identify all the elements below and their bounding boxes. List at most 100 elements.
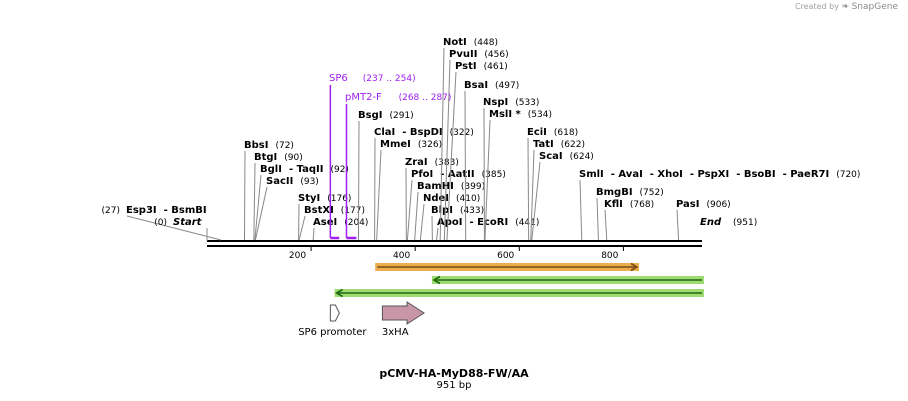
cut-line-kfli [604, 209, 608, 241]
enzyme-ecii: EciI [527, 127, 547, 138]
enzyme-bsobi: - BsoBI [736, 169, 775, 180]
enzyme-tati: TatI [533, 139, 554, 150]
primer-range-sp6: (237 .. 254) [363, 74, 416, 84]
enzyme-pos-mmei: (326) [418, 140, 442, 150]
enzyme-pos-aatii: (385) [482, 170, 506, 180]
cut-line-ecii [527, 137, 530, 241]
enzyme-bsgi: BsgI [358, 110, 382, 121]
enzyme-pos-taqii: (92) [330, 165, 348, 175]
enzyme-pos-bmgbi: (752) [640, 188, 664, 198]
cut-line-pfoi [406, 179, 413, 241]
sp6-promoter-icon [329, 304, 340, 322]
enzyme-kfli: KflI [604, 199, 623, 210]
enzyme-pasi: PasI [676, 199, 699, 210]
scale-label-400: 400 [393, 251, 410, 261]
cut-line-bbsi [243, 150, 246, 241]
end-label: End [700, 217, 722, 228]
cut-line-tati [530, 149, 535, 241]
snapgene-logo-icon: ❧ [841, 2, 850, 12]
cut-line-pvuii [443, 59, 451, 241]
cut-line-ndei [419, 203, 425, 241]
start-pos: (0) [154, 218, 167, 228]
credit-brand: SnapGene [851, 2, 898, 12]
credit-prefix: Created by [794, 2, 839, 11]
enzyme-asei: AseI [313, 217, 337, 228]
cut-line-bgli [254, 174, 262, 241]
enzyme-ecori: - EcoRI [470, 217, 509, 228]
enzyme-ndei: NdeI [423, 193, 449, 204]
enzyme-pos-bamhi: (399) [461, 182, 485, 192]
cut-line-noti [439, 47, 445, 241]
primer-pmt2-f: pMT2-F [345, 92, 382, 103]
cut-line-smli [579, 179, 583, 241]
enzyme-aatii: - AatII [440, 169, 474, 180]
scale-label-800: 800 [601, 251, 618, 261]
orf-arrowhead-3 [335, 288, 344, 298]
plasmid-name: pCMV-HA-MyD88-FW/AA [379, 367, 529, 380]
cut-line-apoi [436, 227, 439, 241]
enzyme-pos-asei: (204) [344, 218, 368, 228]
enzyme-clai: ClaI [374, 127, 395, 138]
enzyme-bgli: BglI [260, 164, 282, 175]
cut-line-msli [484, 119, 491, 241]
enzyme-pos-msli: (534) [528, 110, 552, 120]
enzyme-apoi: ApoI [437, 217, 463, 228]
enzyme-pos-esp3i: (27) [102, 206, 120, 216]
start-label: Start [173, 217, 203, 228]
orf-arrowhead-2 [432, 275, 441, 285]
enzyme-pos-paer7i: (720) [836, 170, 860, 180]
enzyme-nspi: NspI [483, 97, 508, 108]
feature-label-sp6-promoter: SP6 promoter [298, 327, 367, 338]
created-by-credit: Created by ❧ SnapGene [795, 2, 898, 12]
enzyme-pos-scai: (624) [570, 152, 594, 162]
enzyme-pos-pasi: (906) [706, 200, 730, 210]
enzyme-scai: ScaI [539, 151, 563, 162]
enzyme-bbsi: BbsI [244, 140, 268, 151]
primer-sp6: SP6 [329, 73, 348, 84]
cut-line-btgi [253, 162, 256, 241]
primer-range-pmt2-f: (268 .. 287) [399, 93, 452, 103]
enzyme-pos-bsai: (497) [495, 81, 519, 91]
enzyme-bmgbi: BmgBI [596, 187, 633, 198]
cut-line-bamhi [414, 191, 419, 241]
scale-label-200: 200 [289, 251, 306, 261]
enzyme-pos-ecori: (441) [515, 218, 539, 228]
enzyme-pos-btgi: (90) [284, 153, 302, 163]
cut-line-esp3i [126, 215, 222, 241]
enzyme-esp3i: Esp3I [126, 205, 157, 216]
enzyme-sacii: SacII [266, 176, 293, 187]
enzyme-bspdi: - BspDI [402, 127, 442, 138]
orf-arrowhead-1 [630, 262, 639, 272]
enzyme-styi: StyI [298, 193, 320, 204]
end-pos: (951) [733, 218, 757, 228]
enzyme-pos-ecii: (618) [554, 128, 578, 138]
enzyme-msli: MslI * [489, 109, 522, 120]
enzyme-pos-styi: (176) [327, 194, 351, 204]
enzyme-pos-kfli: (768) [630, 200, 654, 210]
enzyme-xhoi: - XhoI [650, 169, 683, 180]
enzyme-noti: NotI [443, 37, 467, 48]
enzyme-taqii: - TaqII [289, 164, 324, 175]
enzyme-bamhi: BamHI [417, 181, 454, 192]
cut-line-bstxi [298, 215, 306, 241]
enzyme-pos-noti: (448) [474, 38, 498, 48]
feature-3xha-icon [381, 301, 425, 325]
enzyme-pos-ndei: (410) [456, 194, 480, 204]
enzyme-psti: PstI [455, 61, 477, 72]
enzyme-pfoi: PfoI [411, 169, 433, 180]
enzyme-pos-bspdi: (322) [450, 128, 474, 138]
enzyme-blpi: BlpI [431, 205, 453, 216]
enzyme-pvuii: PvuII [449, 49, 477, 60]
cut-line-bmgbi [596, 197, 599, 241]
enzyme-pos-sacii: (93) [300, 177, 318, 187]
cut-line-scai [531, 161, 541, 241]
cut-line-bsgi [357, 120, 360, 241]
cut-line-pasi [676, 209, 680, 241]
enzyme-pos-tati: (622) [561, 140, 585, 150]
enzyme-zrai: ZraI [405, 157, 428, 168]
enzyme-paer7i: - PaeR7I [783, 169, 830, 180]
enzyme-pos-bstxi: (177) [341, 206, 365, 216]
cut-line-mmei [376, 149, 382, 241]
enzyme-pspxi: - PspXI [690, 169, 729, 180]
enzyme-avai: - AvaI [611, 169, 643, 180]
